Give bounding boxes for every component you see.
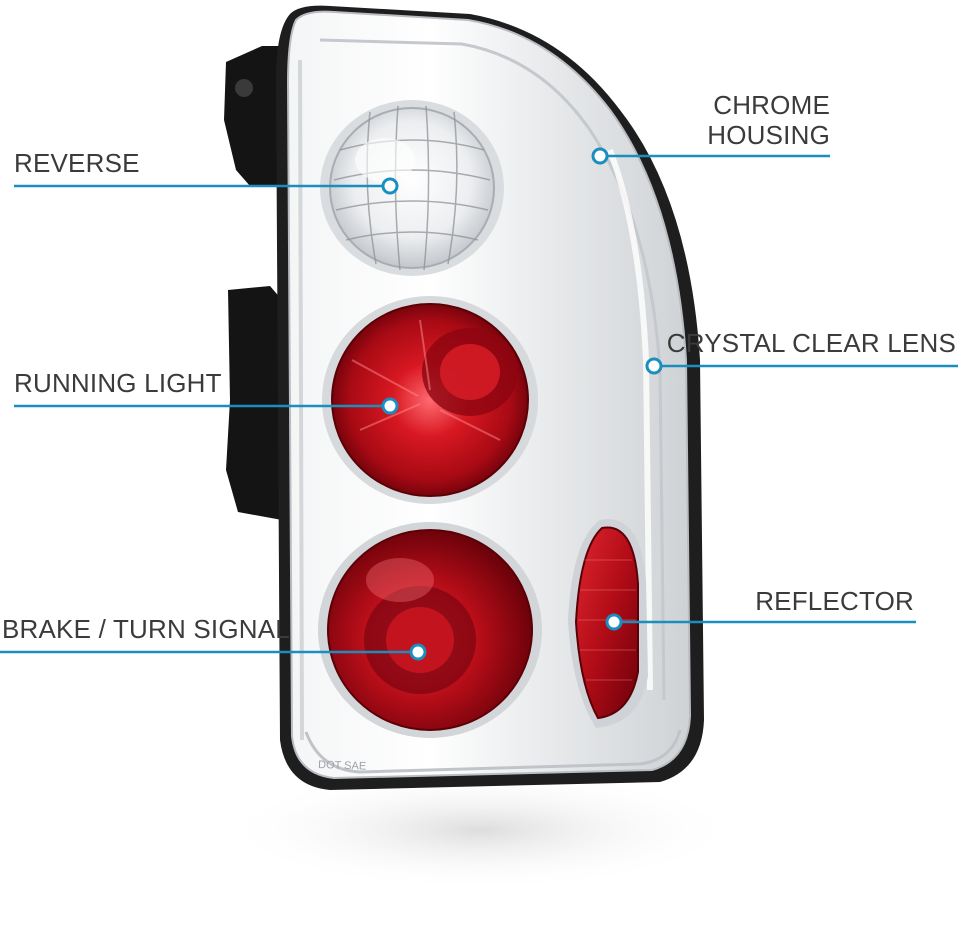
callout-lines: [0, 154, 958, 654]
callout-label-reflector: REFLECTOR: [755, 586, 914, 616]
callout-dot-clear-lens: [645, 357, 663, 375]
callout-label-chrome-housing-line1: CHROME: [713, 90, 830, 120]
housing-left-edge: [298, 59, 304, 741]
lower-mounting-bracket: [226, 286, 282, 520]
housing-contour: [319, 38, 666, 701]
callout-dot-reflector: [605, 613, 623, 631]
housing-highlight: [607, 148, 653, 691]
callout-label-brake-turn: BRAKE / TURN SIGNAL: [2, 614, 290, 644]
callout-dot-brake-turn: [409, 643, 427, 661]
upper-mounting-bracket: [224, 46, 280, 186]
reverse-lens: [320, 100, 504, 276]
housing-base: [304, 729, 682, 774]
callout-dot-running-light: [381, 397, 399, 415]
callout-label-reverse: REVERSE: [14, 148, 140, 178]
bracket-hole: [235, 79, 253, 97]
callout-label-clear-lens: CRYSTAL CLEAR LENS: [666, 328, 956, 358]
lens-marking: DOT SAE: [318, 759, 366, 773]
floor-shadow: [220, 770, 740, 890]
callout-label-running-light: RUNNING LIGHT: [14, 368, 222, 398]
callout-dot-chrome-housing: [591, 147, 609, 165]
callout-dot-reverse: [381, 177, 399, 195]
callout-label-chrome-housing-line2: HOUSING: [707, 120, 830, 150]
callout-dots: [381, 147, 663, 661]
running-light-lens: [322, 296, 538, 504]
brake-turn-lens: [318, 522, 542, 738]
